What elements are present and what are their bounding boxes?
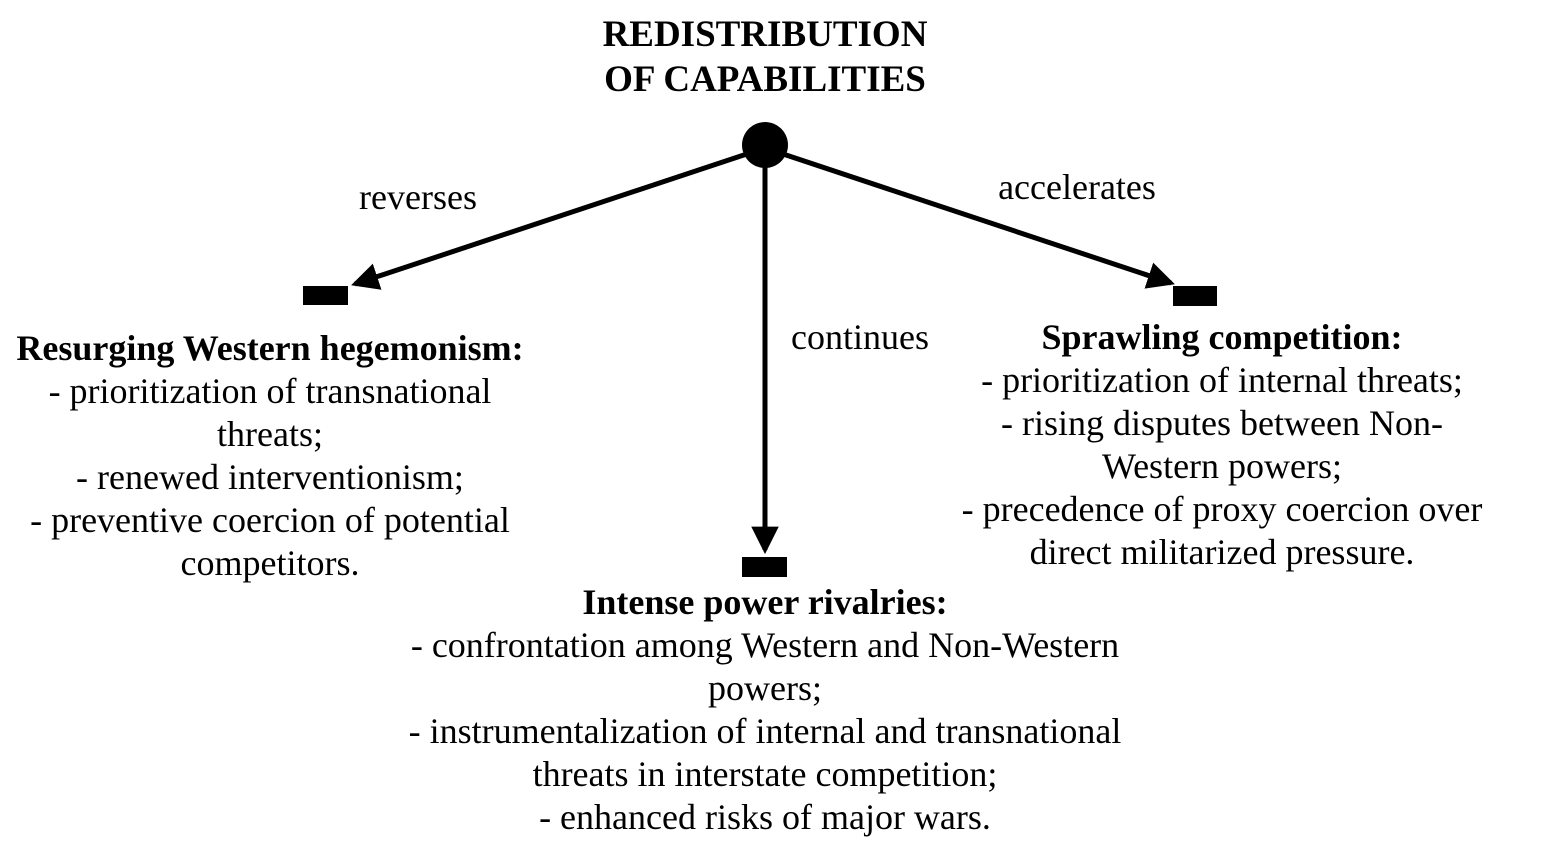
text-line: - confrontation among Western and Non-We… (410, 625, 1120, 665)
text-line: - renewed interventionism; (76, 457, 464, 497)
text-line: - enhanced risks of major wars. (539, 797, 991, 837)
text-line: threats in interstate competition; (532, 754, 998, 794)
terminal-bar-right (1173, 286, 1217, 306)
edge-label-continues: continues (791, 317, 929, 357)
edge-label-reverses: reverses (359, 177, 477, 217)
text-line: - preventive coercion of potential (30, 500, 510, 540)
terminal-bar-left (303, 286, 348, 305)
node-resurging-western-hegemonism: Resurging Western hegemonism: - prioriti… (16, 327, 523, 585)
edge-line-accelerates (764, 145, 1175, 289)
node-body: - confrontation among Western and Non-We… (409, 624, 1122, 839)
text-line: - instrumentalization of internal and tr… (408, 711, 1122, 751)
text-line: - rising disputes between Non- (1001, 403, 1443, 443)
text-line: - precedence of proxy coercion over (961, 489, 1483, 529)
text-line: threats; (217, 414, 323, 454)
node-sprawling-competition: Sprawling competition: - prioritization … (962, 316, 1483, 574)
text-line: direct militarized pressure. (1029, 532, 1415, 572)
text-line: REDISTRIBUTION (602, 14, 928, 55)
terminal-bar-middle (742, 557, 787, 577)
text-line: OF CAPABILITIES (604, 59, 926, 100)
node-heading: Sprawling competition: (1041, 317, 1403, 357)
edge-label-accelerates: accelerates (998, 167, 1156, 207)
text-line: - prioritization of internal threats; (981, 360, 1463, 400)
text-line: - prioritization of transnational (48, 371, 492, 411)
text-line: Western powers; (1101, 446, 1343, 486)
text-line: powers; (708, 668, 822, 708)
text-line: competitors. (180, 543, 360, 583)
node-body: - prioritization of internal threats;- r… (962, 359, 1483, 574)
root-node-dot (742, 122, 788, 168)
node-heading: Intense power rivalries: (582, 582, 948, 622)
edge-line-reverses (351, 145, 766, 290)
node-heading: Resurging Western hegemonism: (16, 328, 524, 368)
node-intense-power-rivalries: Intense power rivalries: - confrontation… (409, 581, 1122, 839)
